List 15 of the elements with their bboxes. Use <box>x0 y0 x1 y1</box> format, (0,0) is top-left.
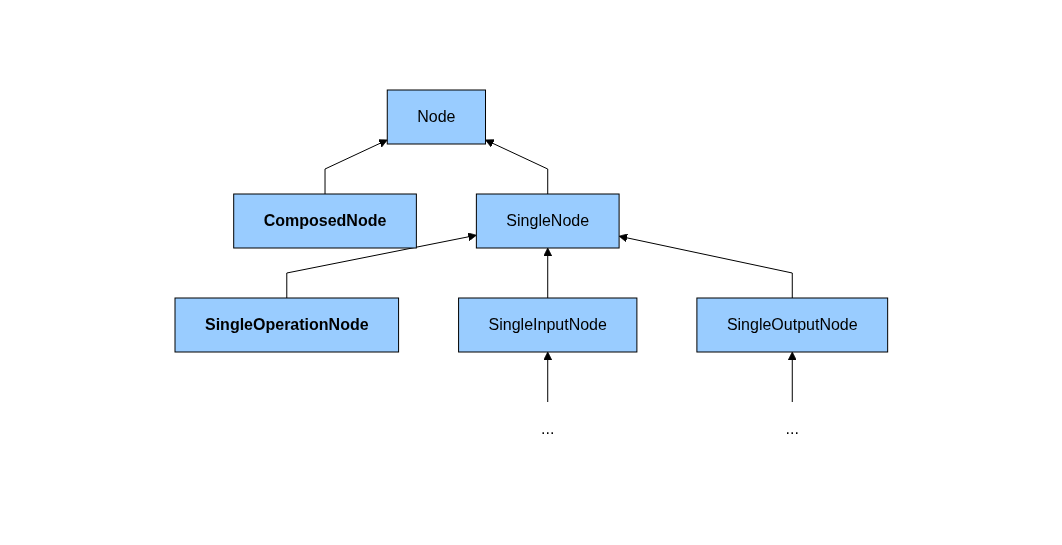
arrow <box>484 138 548 194</box>
node-box: SingleInputNode <box>457 297 638 352</box>
node-box: SingleOutputNode <box>696 297 888 352</box>
arrow <box>285 231 477 298</box>
arrow <box>618 233 793 298</box>
node-box: SingleOperationNode <box>174 297 399 352</box>
node-box: SingleNode <box>475 193 620 248</box>
arrow <box>787 351 797 402</box>
node-text: ... <box>540 419 555 437</box>
arrow <box>543 247 552 298</box>
node-box: Node <box>386 89 486 144</box>
arrow <box>543 351 552 402</box>
arrow <box>324 138 388 194</box>
node-box: ComposedNode <box>232 193 417 248</box>
node-text: ... <box>785 419 799 437</box>
